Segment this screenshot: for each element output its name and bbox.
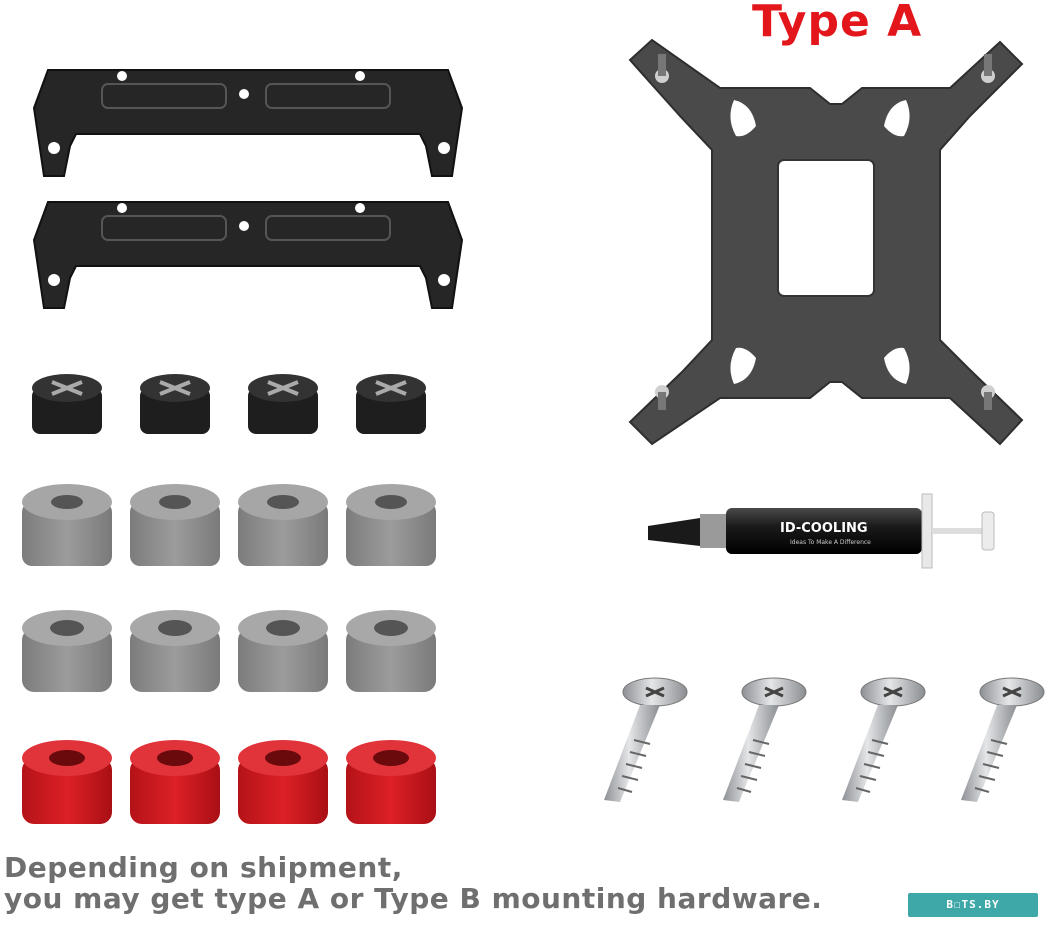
screw <box>961 677 1045 802</box>
screws-row <box>604 677 1045 802</box>
black-nut <box>32 374 102 434</box>
thermal-paste-syringe: ID-COOLING Ideas To Make A Difference <box>648 493 995 569</box>
site-watermark: B☐TS.BY <box>908 893 1038 917</box>
red-spacers <box>22 740 436 824</box>
black-nuts-row <box>32 374 426 434</box>
black-nut <box>140 374 210 434</box>
screw <box>723 677 807 802</box>
black-nut <box>248 374 318 434</box>
caption-line-1: Depending on shipment, <box>4 851 403 884</box>
mounting-bracket-top <box>32 69 464 177</box>
grey-spacers-smooth <box>22 610 436 692</box>
paste-brand-label: ID-COOLING <box>780 521 868 536</box>
screw <box>604 677 688 802</box>
paste-tagline-label: Ideas To Make A Difference <box>790 539 871 546</box>
backplate <box>628 38 1024 446</box>
type-a-title: Type A <box>752 0 923 47</box>
shipment-caption: Depending on shipment, you may get type … <box>4 852 822 914</box>
black-nut <box>356 374 426 434</box>
grey-standoffs-fluted <box>22 484 436 566</box>
screw <box>842 677 926 802</box>
mounting-bracket-bottom <box>32 201 464 309</box>
caption-line-2: you may get type A or Type B mounting ha… <box>4 882 823 915</box>
